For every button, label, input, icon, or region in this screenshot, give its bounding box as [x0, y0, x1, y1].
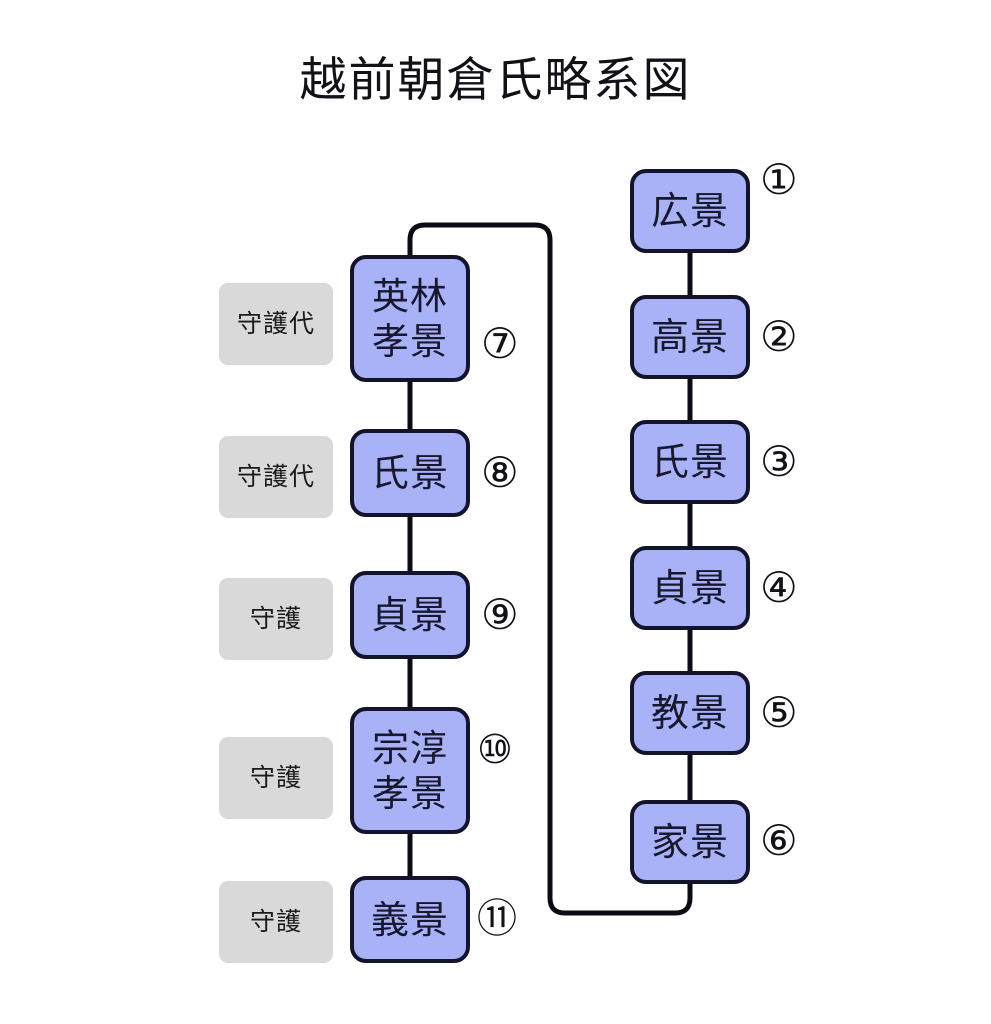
order-badge-7: ⑦	[481, 319, 519, 368]
role-chip-label-7: 守護代	[236, 309, 315, 338]
person-box-4[interactable]: 貞景	[630, 546, 750, 630]
order-badge-3: ③	[760, 437, 798, 486]
person-box-10[interactable]: 宗淳孝景	[350, 707, 470, 834]
order-badge-10: ⑩	[477, 727, 513, 773]
order-badge-11: ⑪	[477, 896, 517, 942]
role-chip-label-10: 守護	[249, 763, 302, 792]
person-box-5[interactable]: 教景	[630, 671, 750, 755]
person-name-9: 貞景	[370, 593, 449, 637]
person-box-7[interactable]: 英林孝景	[350, 255, 470, 382]
role-chip-7: 守護代	[219, 283, 333, 365]
person-box-11[interactable]: 義景	[350, 876, 470, 963]
person-name-2: 高景	[650, 315, 729, 359]
role-chip-11: 守護	[219, 881, 333, 963]
person-name-11: 義景	[370, 897, 449, 942]
order-badge-4: ④	[760, 563, 798, 612]
person-box-6[interactable]: 家景	[630, 800, 750, 884]
person-name-4: 貞景	[650, 566, 729, 610]
person-box-2[interactable]: 高景	[630, 295, 750, 379]
order-badge-6: ⑥	[760, 816, 798, 865]
role-chip-label-9: 守護	[249, 604, 302, 633]
role-chip-10: 守護	[219, 737, 333, 819]
order-badge-5: ⑤	[760, 688, 798, 737]
page-title: 越前朝倉氏略系図	[299, 53, 692, 108]
person-name-5: 教景	[650, 691, 729, 735]
person-box-1[interactable]: 広景	[630, 169, 750, 253]
order-badge-9: ⑨	[481, 590, 519, 639]
person-box-8[interactable]: 氏景	[350, 429, 470, 517]
person-name-1: 広景	[650, 189, 729, 233]
person-name-10: 宗淳孝景	[372, 726, 448, 815]
role-chip-9: 守護	[219, 578, 333, 660]
person-box-9[interactable]: 貞景	[350, 571, 470, 659]
order-badge-8: ⑧	[481, 448, 519, 497]
order-badge-2: ②	[760, 312, 798, 361]
order-badge-1: ①	[760, 155, 798, 204]
role-chip-label-8: 守護代	[236, 462, 315, 491]
person-name-7: 英林孝景	[372, 274, 448, 363]
role-chip-8: 守護代	[219, 436, 333, 518]
person-name-3: 氏景	[650, 440, 729, 484]
role-chip-label-11: 守護	[249, 907, 302, 936]
person-box-3[interactable]: 氏景	[630, 420, 750, 504]
person-name-6: 家景	[650, 820, 729, 864]
person-name-8: 氏景	[370, 451, 449, 495]
